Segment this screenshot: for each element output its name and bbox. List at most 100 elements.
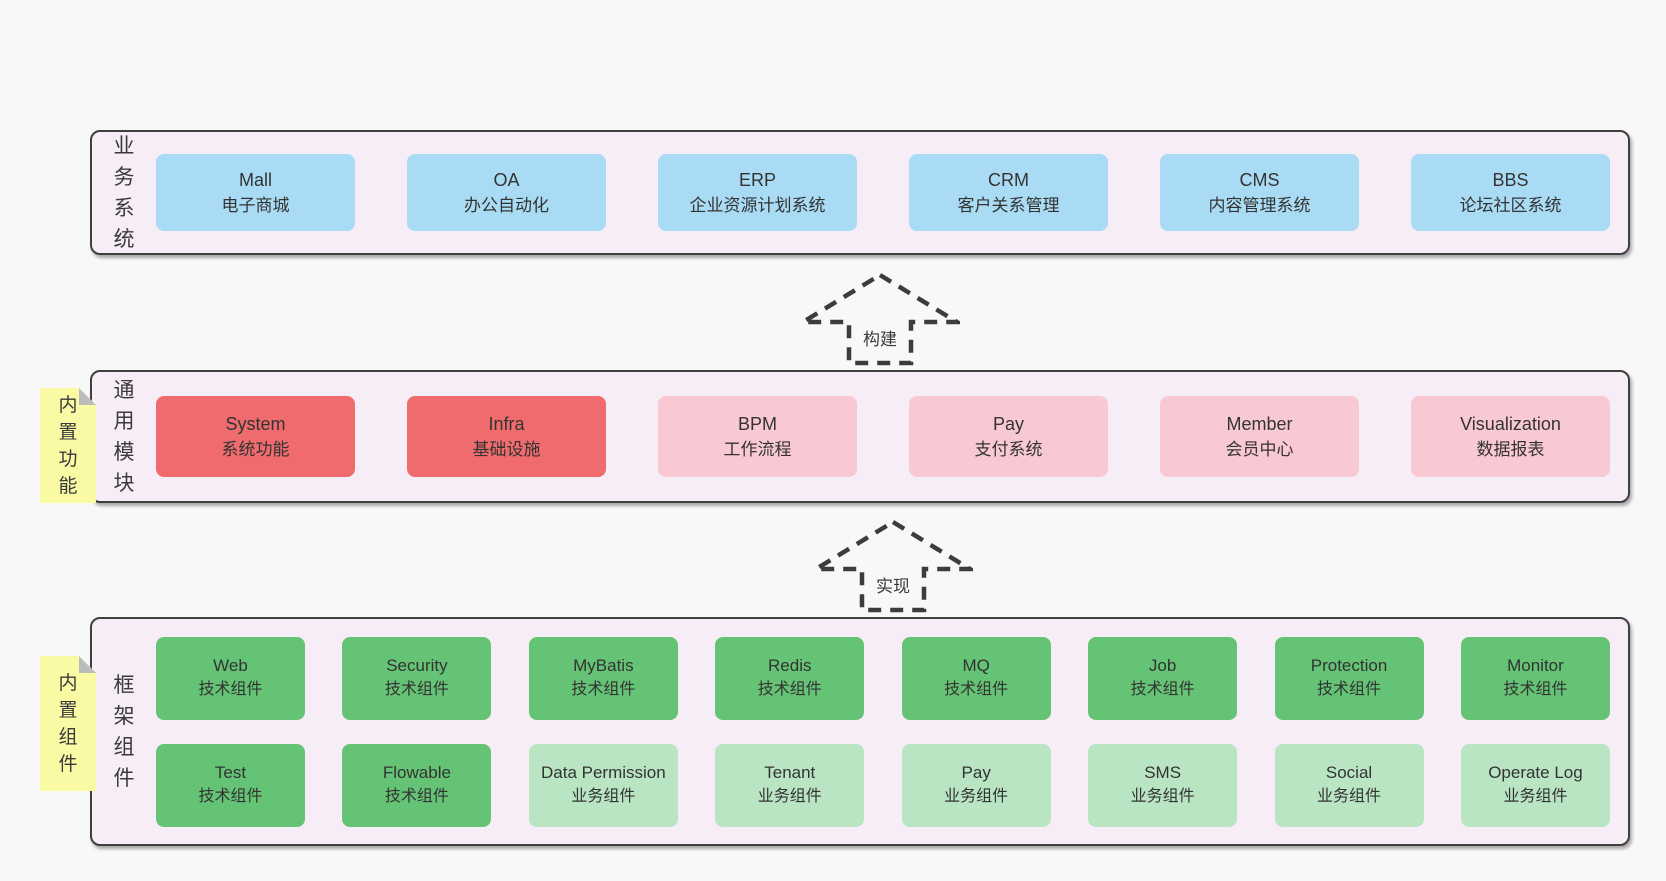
box-data-permission: Data Permission 业务组件	[528, 743, 678, 827]
band-common-modules: 通用模块 System 系统功能 Infra 基础设施 BPM 工作流程 Pay…	[90, 370, 1630, 503]
box-web: Web 技术组件	[156, 636, 305, 720]
box-pay-system: Pay 支付系统	[909, 396, 1108, 477]
box-mybatis: MyBatis 技术组件	[528, 636, 678, 720]
band-business-systems: 业务系统 Mall 电子商城 OA 办公自动化 ERP 企业资源计划系统 CRM…	[90, 130, 1630, 255]
box-title: Redis	[768, 656, 812, 675]
sticky-note-built-in-features: 内置功能	[40, 388, 96, 503]
band-label-text: 框架组件	[113, 673, 135, 790]
box-flowable: Flowable 技术组件	[342, 743, 492, 827]
box-subtitle: 业务组件	[1130, 788, 1195, 805]
block-arrow-up-icon	[813, 519, 973, 613]
box-crm: CRM 客户关系管理	[909, 154, 1108, 231]
box-title: Mall	[238, 169, 272, 190]
box-title: Monitor	[1507, 656, 1564, 675]
box-title: ERP	[738, 169, 776, 190]
box-test: Test 技术组件	[156, 743, 305, 827]
box-title: Security	[386, 656, 448, 675]
box-subtitle: 系统功能	[221, 439, 290, 459]
box-security: Security 技术组件	[342, 636, 492, 720]
box-title: System	[225, 413, 286, 434]
box-title: Social	[1325, 763, 1373, 782]
box-subtitle: 数据报表	[1476, 439, 1545, 459]
band-content: System 系统功能 Infra 基础设施 BPM 工作流程 Pay 支付系统…	[156, 372, 1628, 501]
box-title: Job	[1148, 656, 1177, 675]
arrow-implement: 实现	[813, 519, 973, 613]
arrow-implement-label: 实现	[871, 569, 915, 600]
box-infra: Infra 基础设施	[407, 396, 606, 477]
band-framework-components: 框架组件 Web 技术组件 Security 技术组件 MyBatis 技术组件…	[90, 617, 1630, 846]
box-title: MyBatis	[573, 656, 634, 675]
biz-components-row: Test 技术组件 Flowable 技术组件 Data Permission …	[156, 743, 1610, 827]
box-subtitle: 内容管理系统	[1208, 195, 1311, 215]
box-member: Member 会员中心	[1160, 396, 1359, 477]
box-system: System 系统功能	[156, 396, 355, 477]
box-title: OA	[493, 169, 520, 190]
box-operate-log: Operate Log 业务组件	[1460, 743, 1610, 827]
box-subtitle: 电子商城	[221, 195, 290, 215]
box-job: Job 技术组件	[1088, 636, 1238, 720]
box-mq: MQ 技术组件	[901, 636, 1051, 720]
box-subtitle: 工作流程	[723, 439, 792, 459]
box-title: MQ	[962, 656, 990, 675]
box-title: Web	[213, 656, 248, 675]
box-subtitle: 会员中心	[1225, 439, 1294, 459]
band-label-text: 业务系统	[113, 134, 135, 251]
box-title: Data Permission	[540, 763, 666, 782]
box-subtitle: 业务组件	[571, 788, 636, 805]
box-title: Visualization	[1460, 413, 1561, 434]
band-label-text: 通用模块	[113, 378, 135, 495]
box-title: Tenant	[764, 763, 816, 782]
box-social: Social 业务组件	[1274, 743, 1424, 827]
box-title: Infra	[488, 413, 525, 434]
box-visualization: Visualization 数据报表	[1411, 396, 1610, 477]
tech-components-row: Web 技术组件 Security 技术组件 MyBatis 技术组件 Redi…	[156, 636, 1610, 720]
box-title: CRM	[988, 169, 1029, 190]
block-arrow-up-icon	[800, 272, 960, 366]
box-subtitle: 技术组件	[1130, 681, 1195, 698]
box-title: Pay	[961, 763, 991, 782]
band-content: Mall 电子商城 OA 办公自动化 ERP 企业资源计划系统 CRM 客户关系…	[156, 132, 1628, 253]
box-protection: Protection 技术组件	[1274, 636, 1424, 720]
box-title: BPM	[737, 413, 777, 434]
box-subtitle: 业务组件	[1503, 788, 1568, 805]
box-subtitle: 技术组件	[384, 681, 449, 698]
box-subtitle: 业务组件	[944, 788, 1009, 805]
sticky-note-text: 内置功能	[58, 394, 78, 497]
box-title: Member	[1226, 413, 1293, 434]
box-cms: CMS 内容管理系统	[1160, 154, 1359, 231]
arrow-build: 构建	[800, 272, 960, 366]
box-redis: Redis 技术组件	[715, 636, 865, 720]
box-title: Test	[214, 763, 247, 782]
box-subtitle: 支付系统	[974, 439, 1043, 459]
band-label-framework-components: 框架组件	[92, 619, 156, 844]
box-subtitle: 企业资源计划系统	[689, 195, 826, 215]
box-subtitle: 客户关系管理	[957, 195, 1060, 215]
box-subtitle: 业务组件	[1317, 788, 1382, 805]
box-title: BBS	[1492, 169, 1529, 190]
band-content: Web 技术组件 Security 技术组件 MyBatis 技术组件 Redi…	[156, 619, 1628, 844]
box-subtitle: 技术组件	[571, 681, 636, 698]
box-monitor: Monitor 技术组件	[1460, 636, 1610, 720]
box-title: CMS	[1239, 169, 1280, 190]
box-subtitle: 技术组件	[944, 681, 1009, 698]
box-subtitle: 技术组件	[384, 788, 449, 805]
sticky-note-text: 内置组件	[58, 672, 78, 775]
box-oa: OA 办公自动化	[407, 154, 606, 231]
box-bbs: BBS 论坛社区系统	[1411, 154, 1610, 231]
band-label-common-modules: 通用模块	[92, 372, 156, 501]
box-subtitle: 技术组件	[1503, 681, 1568, 698]
box-subtitle: 基础设施	[472, 439, 541, 459]
box-tenant: Tenant 业务组件	[715, 743, 865, 827]
box-title: Protection	[1310, 656, 1388, 675]
box-pay-component: Pay 业务组件	[901, 743, 1051, 827]
box-title: Flowable	[382, 763, 451, 782]
sticky-note-built-in-components: 内置组件	[40, 656, 96, 791]
box-subtitle: 办公自动化	[464, 195, 549, 215]
box-title: SMS	[1144, 763, 1182, 782]
band-label-business-systems: 业务系统	[92, 132, 156, 253]
box-sms: SMS 业务组件	[1088, 743, 1238, 827]
box-bpm: BPM 工作流程	[658, 396, 857, 477]
box-subtitle: 技术组件	[757, 681, 822, 698]
box-mall: Mall 电子商城	[156, 154, 355, 231]
box-subtitle: 技术组件	[198, 681, 263, 698]
